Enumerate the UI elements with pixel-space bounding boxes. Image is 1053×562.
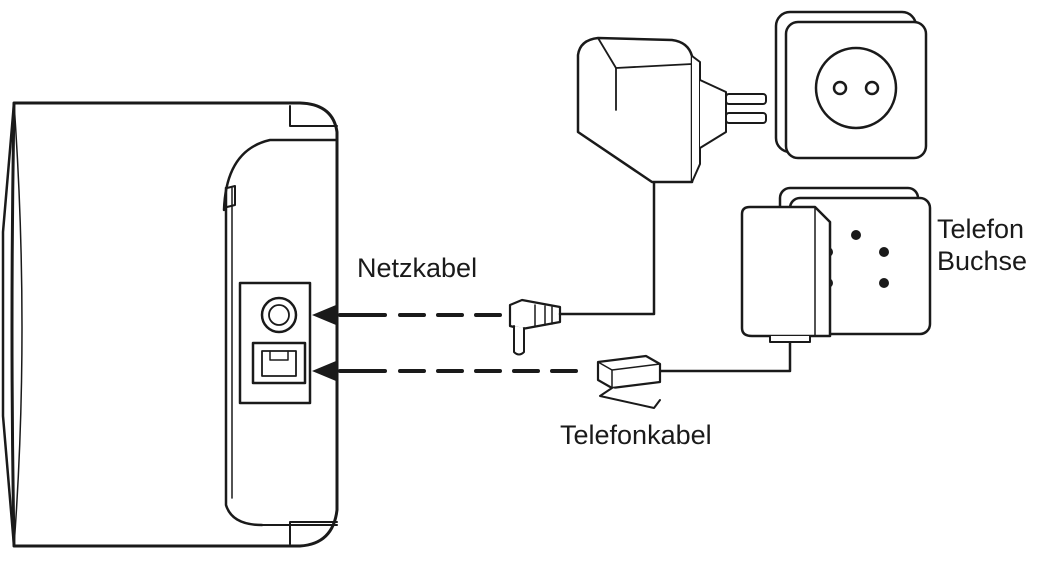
phone-jack-label-line2: Buchse [937, 246, 1028, 277]
phone-jack-label-line1: Telefon [937, 214, 1025, 244]
phone-connection-line [312, 361, 592, 381]
phone-jack-label: Telefon Buchse [937, 213, 1027, 278]
phone-adapter-plug [740, 205, 832, 338]
power-cable-label: Netzkabel [357, 253, 478, 283]
phone-cable [658, 340, 792, 373]
phone-cable-label: Telefonkabel [560, 420, 712, 450]
power-cable [558, 176, 656, 316]
power-connection-line [312, 305, 512, 325]
base-station-device [1, 101, 339, 548]
power-arrow [312, 305, 336, 325]
power-plug-connector [508, 298, 562, 356]
wall-socket [774, 10, 928, 160]
rj11-plug-connector [596, 354, 662, 409]
port-panel [238, 281, 312, 405]
power-adapter [576, 36, 767, 184]
power-port [260, 296, 298, 334]
phone-port [251, 341, 307, 385]
phone-arrow [312, 361, 336, 381]
phone-wall-jack [740, 186, 932, 343]
